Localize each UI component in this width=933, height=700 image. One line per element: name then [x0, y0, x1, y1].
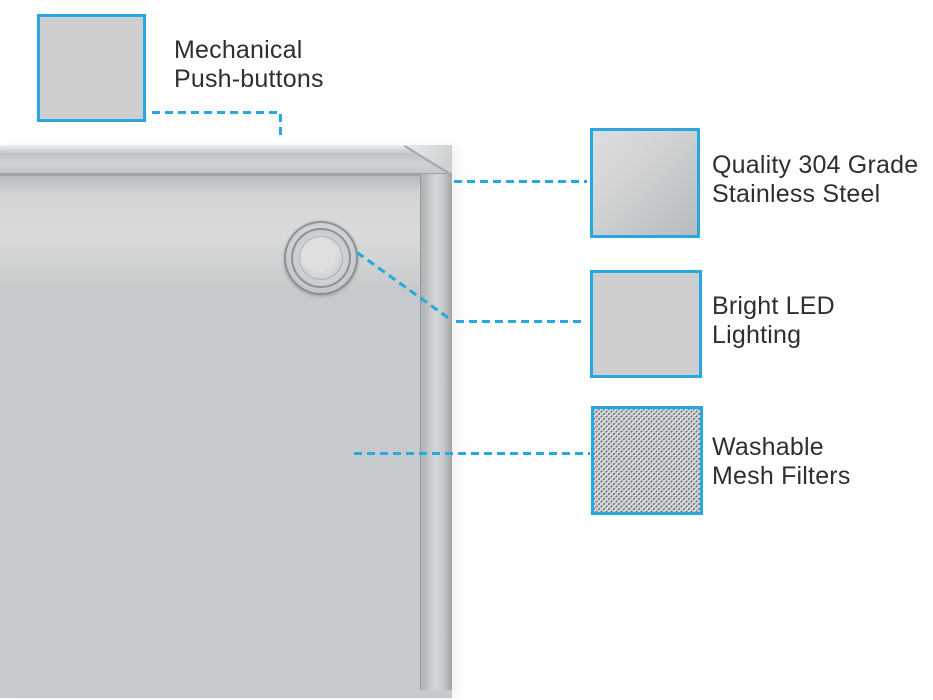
label-line: Stainless Steel — [712, 180, 881, 208]
callout-led-lighting — [590, 270, 702, 378]
label-line: Mechanical — [174, 36, 303, 64]
label-line: Mesh Filters — [712, 462, 851, 490]
hood-control-panel — [0, 174, 420, 295]
callout-stainless-steel — [590, 128, 700, 238]
callout-push-buttons — [37, 14, 146, 122]
hood-right-frame — [420, 167, 452, 690]
range-hood-product — [0, 145, 453, 698]
leader-line-stainless — [454, 180, 587, 183]
label-line: Bright LED — [712, 292, 835, 320]
callout-label-led: Bright LED Lighting — [712, 292, 835, 350]
led-light-ring — [291, 228, 351, 288]
label-line: Push-buttons — [174, 65, 324, 93]
leader-line-push-buttons-h — [152, 111, 282, 114]
label-line: Lighting — [712, 321, 802, 349]
leader-line-push-buttons-v — [279, 114, 282, 135]
callout-label-mesh: Washable Mesh Filters — [712, 433, 851, 491]
led-light-disc — [299, 236, 343, 280]
hood-top-frame — [0, 145, 452, 174]
label-line: Washable — [712, 433, 824, 461]
label-line: Quality 304 Grade — [712, 151, 919, 179]
callout-label-stainless: Quality 304 Grade Stainless Steel — [712, 151, 918, 209]
led-light-glow — [307, 244, 335, 272]
callout-label-push-buttons: Mechanical Push-buttons — [174, 36, 324, 94]
led-light — [284, 221, 358, 295]
callout-mesh-filters — [591, 406, 703, 515]
leader-line-mesh — [354, 452, 590, 455]
leader-line-led-h — [456, 320, 586, 323]
